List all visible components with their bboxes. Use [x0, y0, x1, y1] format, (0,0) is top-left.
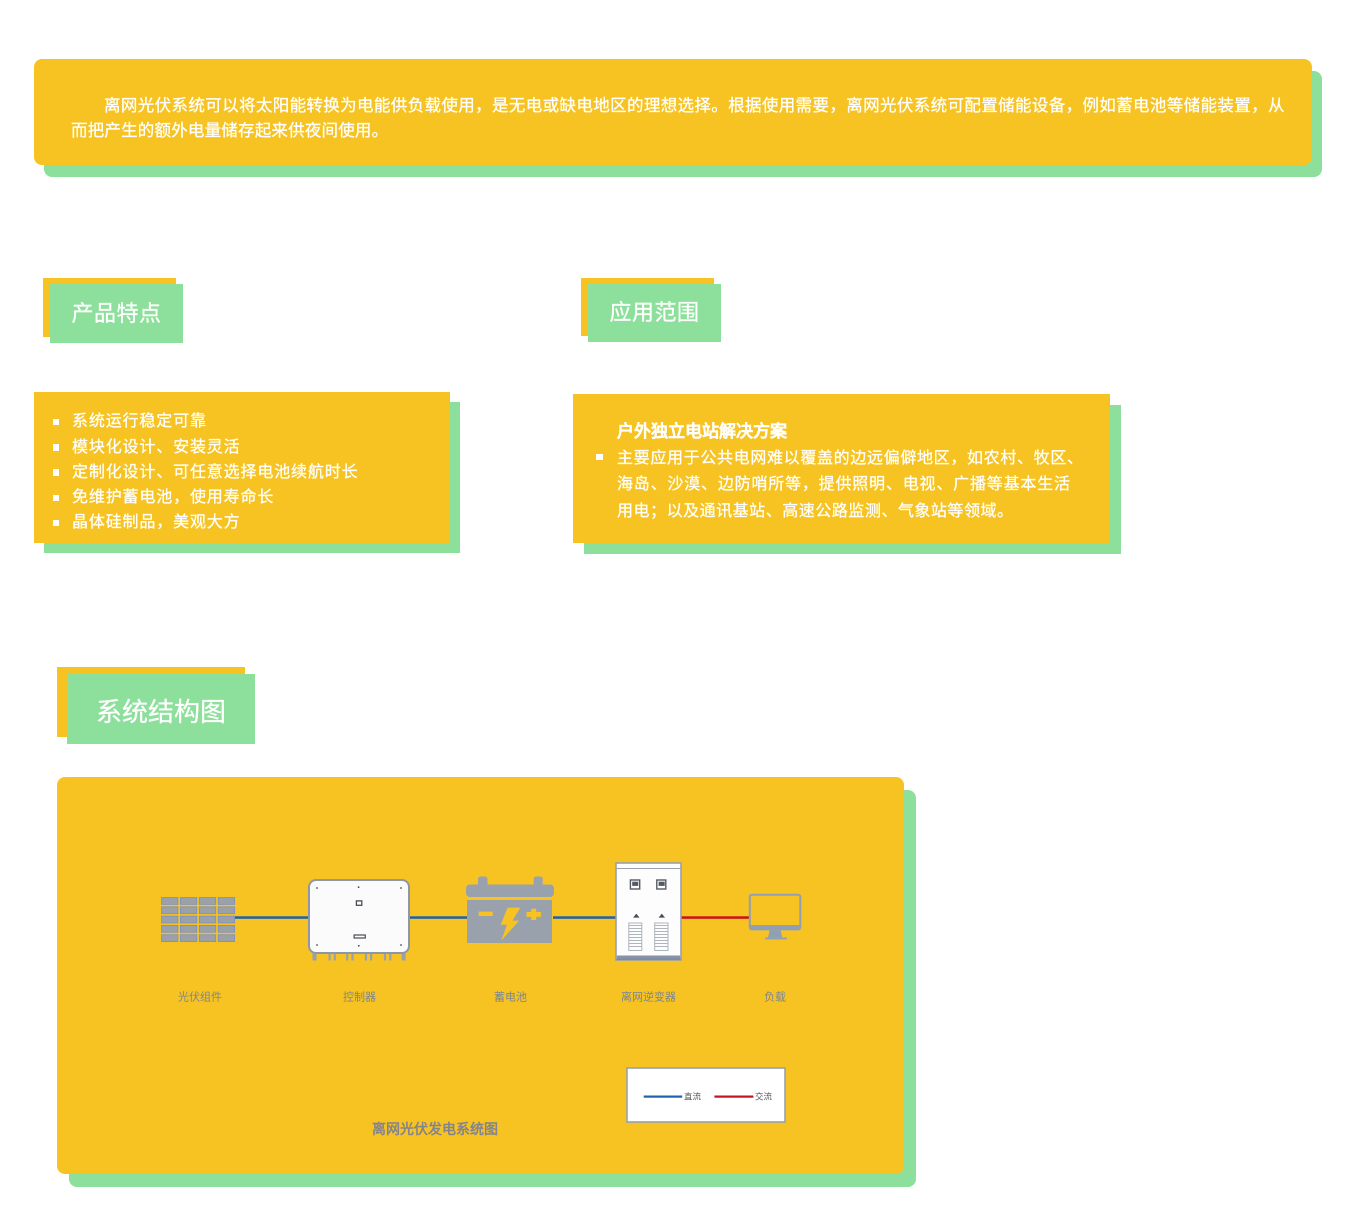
svg-text:离网光伏发电系统图: 离网光伏发电系统图 [372, 1121, 498, 1137]
svg-text:蓄电池: 蓄电池 [494, 991, 527, 1004]
svg-text:交流: 交流 [755, 1092, 773, 1102]
svg-text:直流: 直流 [684, 1092, 702, 1102]
svg-text:离网逆变器: 离网逆变器 [621, 990, 676, 1004]
svg-text:光伏组件: 光伏组件 [178, 990, 222, 1004]
svg-text:负载: 负载 [764, 990, 786, 1004]
svg-text:控制器: 控制器 [343, 990, 376, 1004]
